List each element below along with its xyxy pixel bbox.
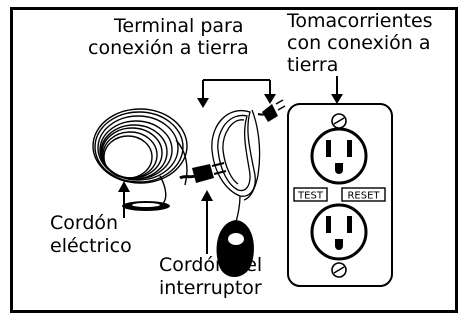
terminal-label-line1: Terminal para xyxy=(114,15,244,37)
switch-cord-plug xyxy=(257,99,286,122)
power-cord-label-line1: Cordón xyxy=(50,212,119,234)
power-plug xyxy=(179,162,227,183)
power-cord-label-line2: eléctrico xyxy=(50,235,132,257)
wall-outlet: TEST RESET xyxy=(287,103,393,287)
switch-cord-label-line1: Cordón del xyxy=(159,254,263,276)
terminal-label-line2: conexión a tierra xyxy=(88,37,249,59)
switch-cord-coil xyxy=(211,109,261,223)
leader-arrows xyxy=(118,76,343,254)
test-button-label: TEST xyxy=(297,191,324,202)
switch-unit xyxy=(216,220,254,277)
outlet-label-line2: con conexión a xyxy=(287,32,431,54)
switch-cord-label-line2: interruptor xyxy=(159,277,262,299)
power-cord-coil xyxy=(92,108,188,207)
reset-button-label: RESET xyxy=(347,191,380,202)
outlet-label-line1: Tomacorrientes xyxy=(287,10,433,32)
diagram-frame xyxy=(10,7,458,313)
outlet-label-line3: tierra xyxy=(287,54,339,76)
